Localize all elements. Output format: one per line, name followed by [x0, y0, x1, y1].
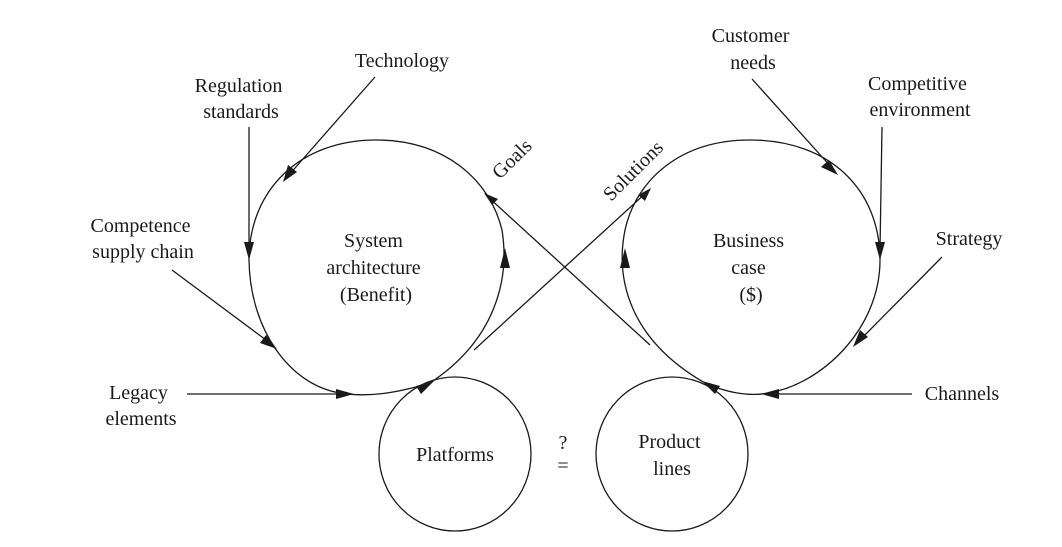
- business-case-label: Business case ($): [713, 230, 789, 306]
- solutions-arrowhead: [638, 188, 651, 201]
- technology-arrowhead: [283, 165, 297, 182]
- solutions-line: [473, 190, 649, 351]
- left-loop-bottom: [339, 382, 431, 396]
- product-lines-label: Product lines: [638, 431, 705, 480]
- regulation-line-1: Regulation: [195, 75, 283, 97]
- strategy-arrow-line: [859, 256, 943, 341]
- competitive-label: Competitive environment: [868, 73, 972, 121]
- competitive-line-2: environment: [869, 99, 971, 121]
- product-lines-line-2: lines: [653, 458, 691, 480]
- system-architecture-label: System architecture (Benefit): [326, 230, 425, 306]
- left-loop-up-arrow: [500, 248, 510, 268]
- system-architecture-loop: [248, 139, 505, 394]
- goals-arrowhead: [484, 193, 498, 205]
- technology-arrow-line: [287, 76, 376, 177]
- right-loop-up-arrow: [620, 248, 630, 268]
- business-case-line-3: ($): [739, 284, 762, 306]
- business-case-loop: [621, 139, 881, 394]
- competitive-arrow-line: [879, 126, 883, 251]
- question-mark: ?: [559, 432, 568, 454]
- system-architecture-line-3: (Benefit): [340, 284, 412, 306]
- product-lines-line-1: Product: [638, 431, 701, 453]
- equals-sign: =: [557, 455, 568, 477]
- platforms-circle: [378, 376, 532, 532]
- legacy-line-1: Legacy: [109, 382, 168, 404]
- system-architecture-line-1: System: [344, 230, 403, 252]
- customer-line-2: needs: [730, 52, 776, 74]
- platforms-entry-arrowhead: [416, 381, 434, 394]
- competitive-line-1: Competitive: [868, 73, 967, 95]
- regulation-label: Regulation standards: [195, 75, 288, 123]
- business-case-line-2: case: [731, 257, 766, 279]
- strategy-label: Strategy: [936, 228, 1003, 250]
- customer-label: Customer needs: [712, 25, 795, 74]
- regulation-line-2: standards: [203, 101, 279, 123]
- competence-line-2: supply chain: [92, 241, 194, 263]
- legacy-arrowhead: [336, 389, 354, 399]
- goals-line: [486, 195, 651, 346]
- competence-line-1: Competence: [91, 215, 191, 237]
- platforms-label: Platforms: [416, 444, 494, 466]
- competence-label: Competence supply chain: [91, 215, 196, 263]
- customer-arrow-line: [751, 78, 833, 169]
- channels-arrowhead: [761, 389, 779, 399]
- product-lines-entry-arrowhead: [702, 381, 720, 394]
- competence-arrowhead: [260, 335, 277, 349]
- strategy-arrowhead: [853, 330, 868, 347]
- regulation-arrowhead: [244, 242, 254, 260]
- legacy-label: Legacy elements: [105, 382, 176, 430]
- goals-label: Goals: [488, 135, 537, 184]
- technology-label: Technology: [355, 50, 449, 72]
- competence-arrow-line: [171, 269, 271, 344]
- customer-line-1: Customer: [712, 25, 790, 47]
- system-architecture-line-2: architecture: [326, 257, 420, 279]
- legacy-line-2: elements: [105, 408, 176, 430]
- competitive-arrowhead: [875, 242, 885, 260]
- product-lines-circle: [595, 376, 749, 532]
- solutions-label: Solutions: [599, 136, 668, 205]
- channels-label: Channels: [925, 383, 1000, 405]
- business-case-line-1: Business: [713, 230, 784, 252]
- customer-arrowhead: [821, 160, 838, 175]
